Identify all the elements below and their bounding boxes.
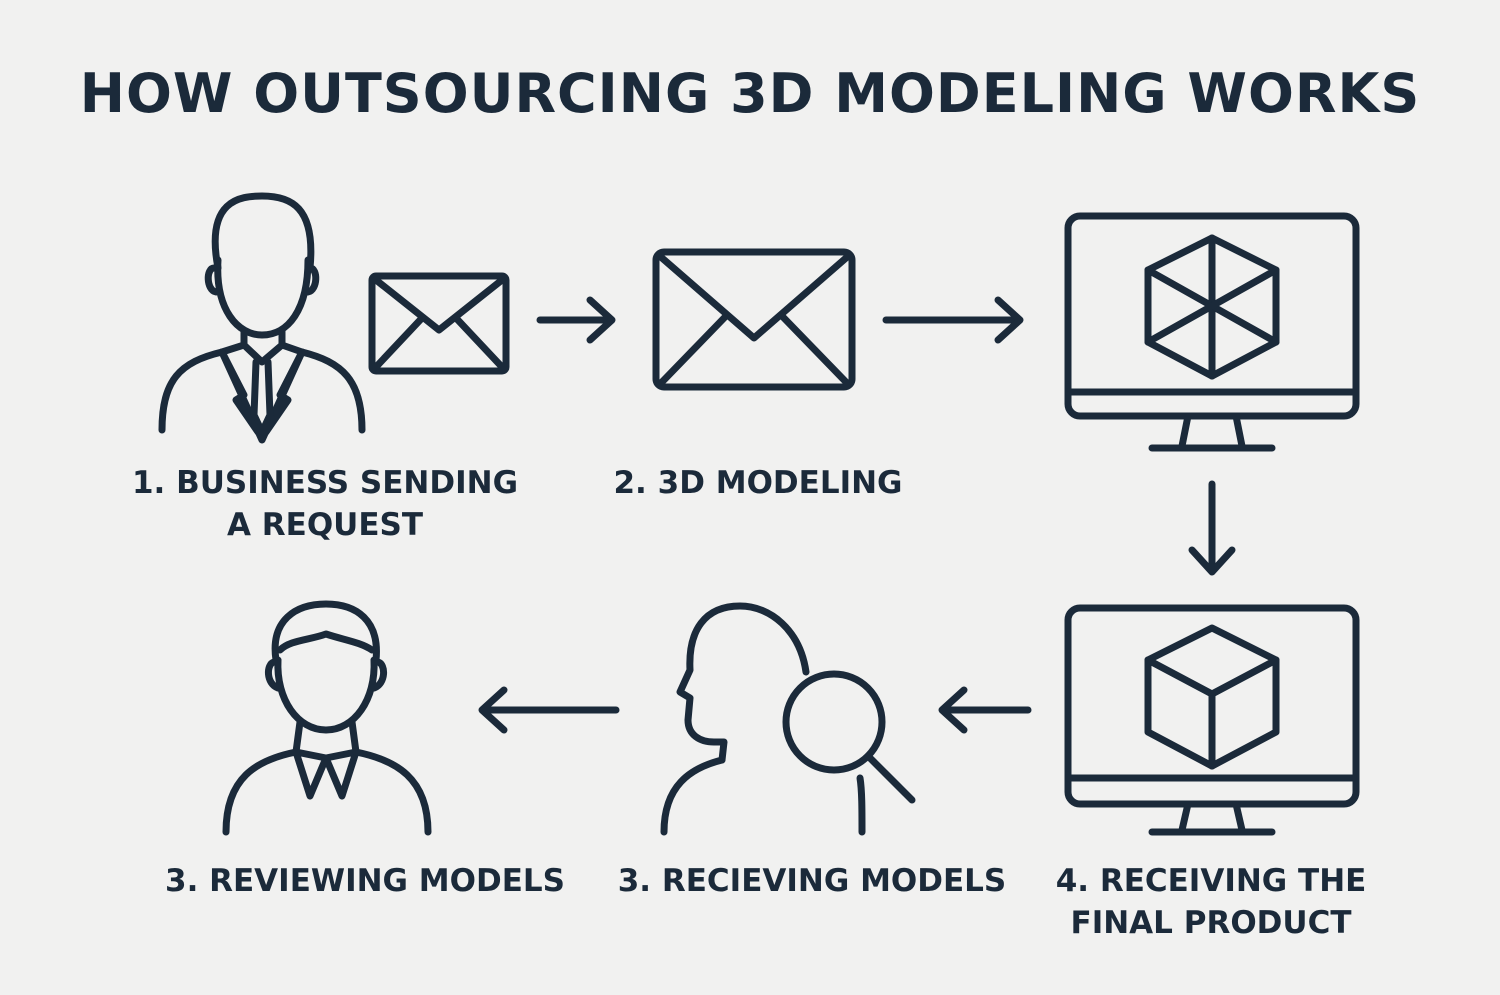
step-label-line: FINAL PRODUCT: [1070, 905, 1352, 941]
arrow-right-icon: [536, 296, 616, 344]
step-label-final-product: 4. RECEIVING THE FINAL PRODUCT: [1038, 860, 1384, 944]
arrow-left-icon: [938, 686, 1032, 734]
step-label-line: 4. RECEIVING THE: [1055, 863, 1367, 899]
arrow-down-icon: [1188, 480, 1236, 576]
businessman-icon: [158, 192, 366, 444]
monitor-cube-icon: [1064, 212, 1360, 452]
step-label-recieving-models: 3. RECIEVING MODELS: [600, 860, 1024, 902]
step-label-line: 3. RECIEVING MODELS: [617, 863, 1007, 899]
envelope-icon: [368, 272, 510, 375]
step-label-line: 3. REVIEWING MODELS: [165, 863, 565, 899]
monitor-cube-final-icon: [1064, 604, 1360, 836]
step-label-line: 2. 3D MODELING: [613, 465, 903, 501]
step-label-business-request: 1. BUSINESS SENDING A REQUEST: [120, 462, 530, 546]
arrow-right-icon: [882, 296, 1024, 344]
step-label-reviewing-models: 3. REVIEWING MODELS: [140, 860, 590, 902]
diagram-title: HOW OUTSOURCING 3D MODELING WORKS: [79, 62, 1421, 125]
arrow-left-icon: [478, 686, 620, 734]
envelope-large-icon: [652, 248, 856, 391]
step-label-3d-modeling: 2. 3D MODELING: [580, 462, 936, 504]
step-label-line: A REQUEST: [226, 507, 423, 543]
magnifier-person-icon: [660, 602, 916, 836]
step-label-line: 1. BUSINESS SENDING: [131, 465, 519, 501]
person-icon: [222, 600, 432, 836]
